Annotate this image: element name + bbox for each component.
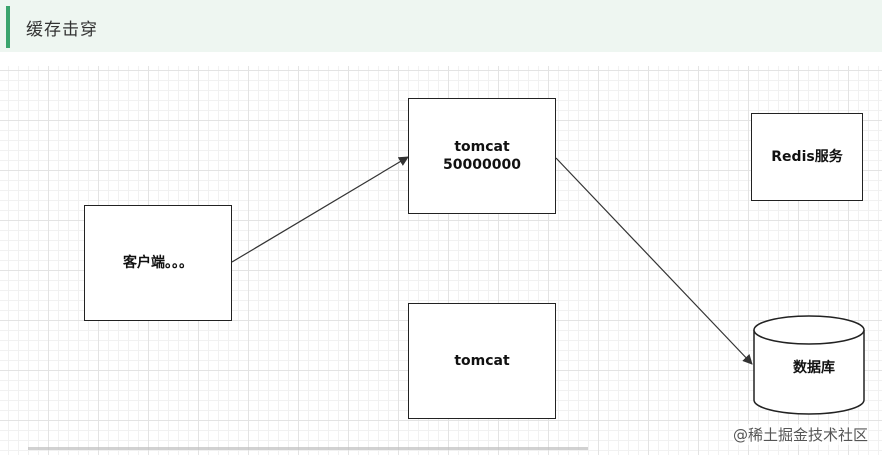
page-title: 缓存击穿: [26, 20, 98, 40]
database-cylinder: 数据库: [753, 315, 865, 415]
arrow-client-to-tomcat: [231, 156, 409, 263]
truncated-caption: [28, 447, 588, 455]
watermark: @稀土掘金技术社区: [732, 424, 868, 445]
redis-label: Redis服务: [771, 149, 843, 165]
tomcat-request-count: 50000000: [443, 157, 521, 173]
database-label: 数据库: [793, 359, 835, 376]
arrow-tomcat-to-db: [555, 157, 753, 365]
tomcat-box-primary: tomcat 50000000: [408, 98, 556, 214]
tomcat-name: tomcat: [454, 139, 510, 155]
redis-box: Redis服务: [751, 113, 863, 201]
client-box: 客户端。。。: [84, 205, 232, 321]
caption-fragment: [28, 447, 588, 450]
header-accent-bar: [6, 6, 10, 48]
tomcat-box-secondary: tomcat: [408, 303, 556, 419]
client-label: 客户端。。。: [123, 255, 193, 271]
header: 缓存击穿: [0, 0, 882, 52]
tomcat-name-secondary: tomcat: [454, 353, 510, 369]
